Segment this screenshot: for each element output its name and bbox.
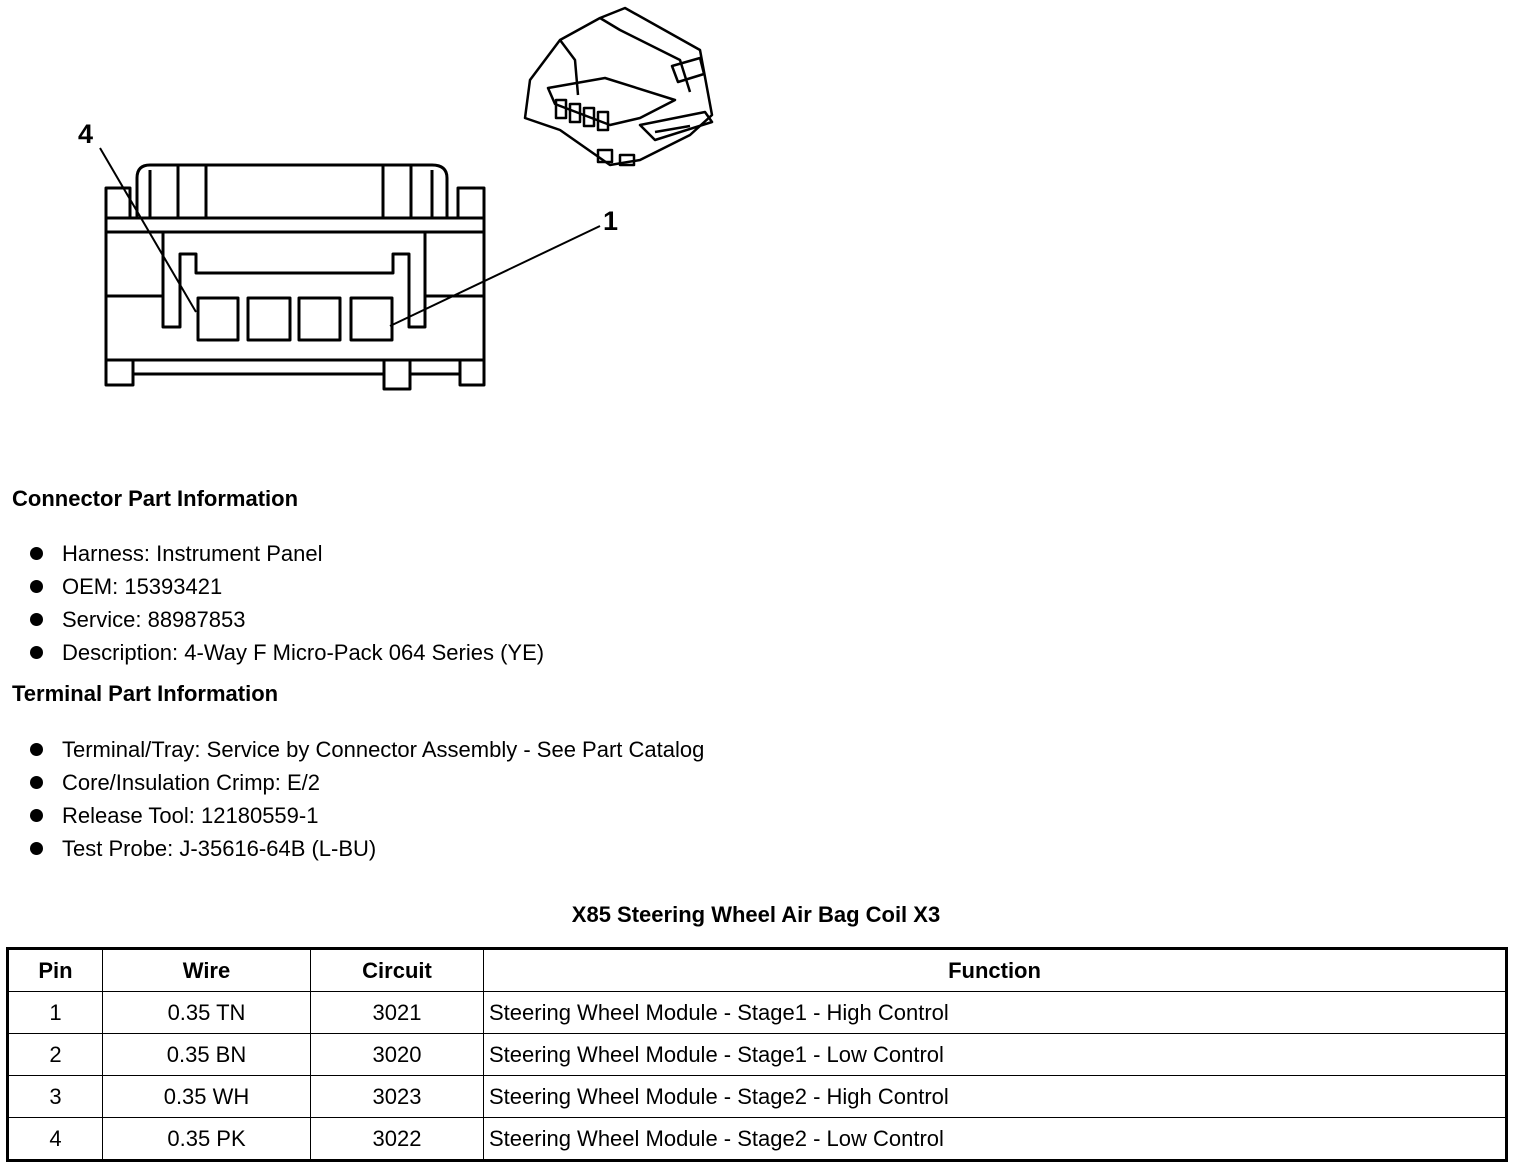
- connector-foot-mid: [382, 360, 412, 391]
- list-item: Core/Insulation Crimp: E/2: [28, 766, 704, 799]
- circuit-cell: 3021: [310, 991, 484, 1034]
- connector-info-list: Harness: Instrument Panel OEM: 15393421 …: [28, 537, 544, 669]
- bullet-icon: [30, 547, 43, 560]
- pin-cell: 4: [7, 1117, 103, 1161]
- bullet-icon: [30, 613, 43, 626]
- table-row: 3 0.35 WH 3023 Steering Wheel Module - S…: [7, 1075, 1507, 1118]
- circuit-cell: 3023: [310, 1075, 484, 1118]
- list-item: Release Tool: 12180559-1: [28, 799, 704, 832]
- list-item: Test Probe: J-35616-64B (L-BU): [28, 832, 704, 865]
- table-header-row: Pin Wire Circuit Function: [7, 948, 1507, 992]
- wire-cell: 0.35 BN: [102, 1033, 311, 1076]
- list-item: OEM: 15393421: [28, 570, 544, 603]
- connector-housing: [104, 216, 486, 362]
- connector-diagram: 4 1: [78, 6, 714, 391]
- leader-line-1: [389, 225, 601, 327]
- bullet-icon: [30, 776, 43, 789]
- column-header-wire: Wire: [102, 948, 311, 992]
- leader-line-4: [99, 147, 197, 313]
- pin-label-4: 4: [78, 119, 93, 149]
- wire-cell: 0.35 TN: [102, 991, 311, 1034]
- list-item: Terminal/Tray: Service by Connector Asse…: [28, 733, 704, 766]
- terminal-info-list: Terminal/Tray: Service by Connector Asse…: [28, 733, 704, 865]
- pin-label-1: 1: [603, 206, 618, 236]
- pin-cell: 3: [7, 1075, 103, 1118]
- list-item: Harness: Instrument Panel: [28, 537, 544, 570]
- bullet-icon: [30, 842, 43, 855]
- list-item: Service: 88987853: [28, 603, 544, 636]
- column-header-function: Function: [483, 948, 1507, 992]
- circuit-cell: 3020: [310, 1033, 484, 1076]
- function-cell: Steering Wheel Module - Stage2 - High Co…: [483, 1075, 1507, 1118]
- column-header-pin: Pin: [7, 948, 103, 992]
- terminal-info-heading: Terminal Part Information: [12, 681, 279, 706]
- connector-top-cap: [135, 163, 449, 218]
- bullet-icon: [30, 809, 43, 822]
- bullet-icon: [30, 743, 43, 756]
- bullet-icon: [30, 646, 43, 659]
- function-cell: Steering Wheel Module - Stage2 - Low Con…: [483, 1117, 1507, 1161]
- wire-cell: 0.35 PK: [102, 1117, 311, 1161]
- list-item: Description: 4-Way F Micro-Pack 064 Seri…: [28, 636, 544, 669]
- latch-left: [176, 163, 208, 220]
- function-cell: Steering Wheel Module - Stage1 - Low Con…: [483, 1033, 1507, 1076]
- terminal-cavity-3: [246, 296, 292, 342]
- column-header-circuit: Circuit: [310, 948, 484, 992]
- connector-foot-left: [104, 360, 135, 387]
- table-row: 2 0.35 BN 3020 Steering Wheel Module - S…: [7, 1033, 1507, 1076]
- table-title: X85 Steering Wheel Air Bag Coil X3: [571, 902, 941, 927]
- wire-cell: 0.35 WH: [102, 1075, 311, 1118]
- bullet-icon: [30, 580, 43, 593]
- function-cell: Steering Wheel Module - Stage1 - High Co…: [483, 991, 1507, 1034]
- terminal-cavity-2: [297, 296, 342, 342]
- latch-right: [381, 163, 413, 220]
- pin-cell: 1: [7, 991, 103, 1034]
- circuit-cell: 3022: [310, 1117, 484, 1161]
- connector-foot-right: [458, 360, 486, 387]
- terminal-cavity-1: [349, 296, 394, 342]
- pin-cell: 2: [7, 1033, 103, 1076]
- terminal-cavity-4: [196, 296, 240, 342]
- connector-info-heading: Connector Part Information: [12, 486, 299, 511]
- pinout-table: Pin Wire Circuit Function 1 0.35 TN 3021…: [6, 947, 1508, 1162]
- table-row: 4 0.35 PK 3022 Steering Wheel Module - S…: [7, 1117, 1507, 1161]
- connector-isometric-view: [523, 6, 714, 167]
- table-row: 1 0.35 TN 3021 Steering Wheel Module - S…: [7, 991, 1507, 1034]
